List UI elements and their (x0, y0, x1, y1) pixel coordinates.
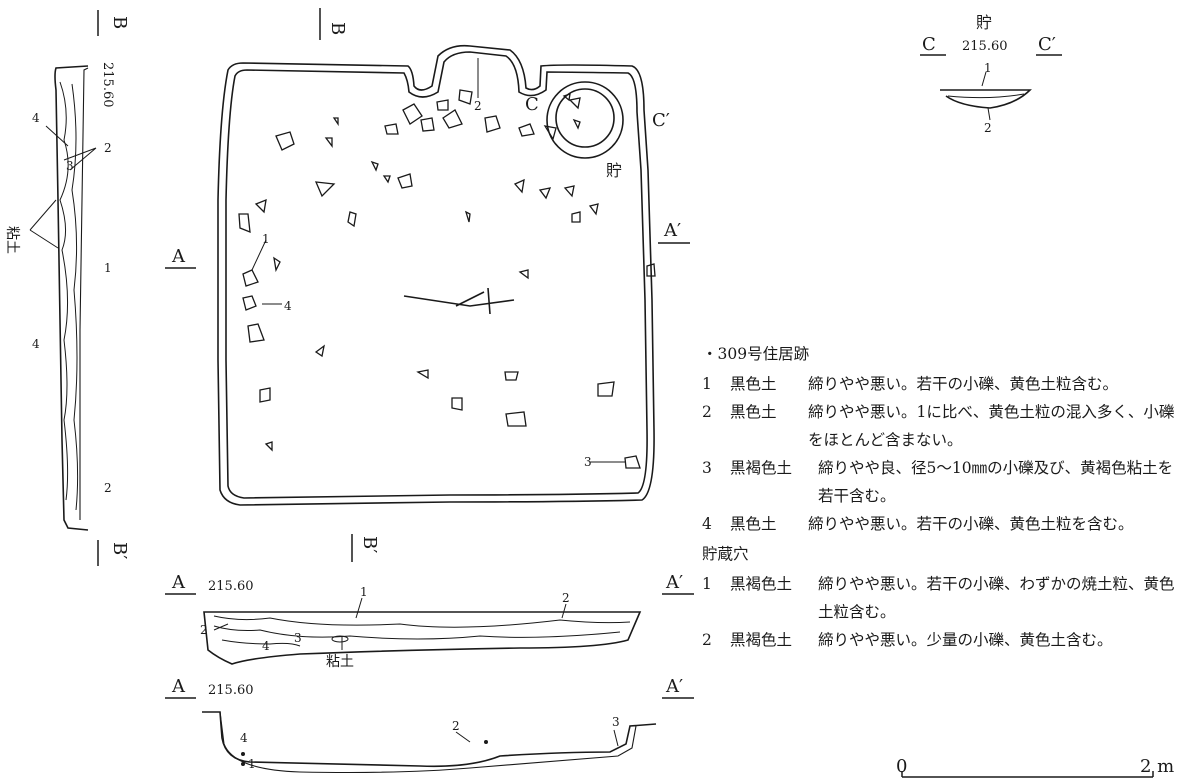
stones (238, 89, 656, 469)
legend-item-soil: 黒褐色土 (730, 575, 793, 593)
legend-item-soil: 黒色土 (730, 515, 777, 533)
bsec-num-3: 3 (66, 159, 74, 173)
legend-item-desc: 締りやや悪い。若干の小礫、わずかの焼土粒、黄色土粒含む。 (818, 575, 1175, 621)
legend-item-no: 1 (702, 575, 712, 593)
storage-legend-title: 貯蔵穴 (702, 545, 749, 563)
section-b-outline (54, 65, 89, 531)
clay-label-b: 粘土 (4, 226, 20, 254)
legend-title: ・309号住居跡 (702, 345, 810, 363)
legend-item: 4 黒色土 締りやや悪い。若干の小礫、黄色土粒を含む。 (702, 510, 1182, 538)
label-c-plan: C (525, 94, 539, 115)
scale-zero: 0 (896, 756, 907, 777)
label-c-prime-plan: C′ (652, 110, 670, 131)
storage-legend-item: 2 黒褐色土 締りやや悪い。少量の小礫、黄色土含む。 (702, 626, 1182, 654)
sec1-num-2: 2 (562, 591, 570, 605)
label-a-sec2: A (171, 676, 186, 697)
soil-legend: ・309号住居跡 1 黒色土 締りやや悪い。若干の小礫、黄色土粒含む。 2 黒色… (702, 340, 1182, 654)
legend-item-no: 2 (702, 403, 712, 421)
legend-item-soil: 黒色土 (730, 403, 777, 421)
storage-label-section: 貯 (976, 13, 992, 32)
clay-label-section: 粘土 (326, 654, 354, 670)
bsec-num-2: 2 (104, 141, 112, 155)
label-a-sec1: A (171, 572, 186, 593)
bsec-num-2b: 2 (104, 481, 112, 495)
sec1-num-1: 1 (360, 585, 368, 599)
bsec-num-4a: 4 (32, 111, 40, 125)
section-a-outline-1 (203, 611, 642, 665)
c-num-1: 1 (984, 61, 992, 75)
storage-pit-inner (555, 88, 615, 148)
section-c-outline (940, 89, 1032, 109)
elev-c: 215.60 (962, 39, 1008, 54)
label-a-prime-sec1: A′ (665, 572, 683, 593)
label-c-prime-section: C′ (1038, 34, 1056, 55)
plan-num-1: 1 (262, 232, 270, 246)
plan-num-2: 2 (474, 99, 482, 113)
legend-item-desc: 締りやや悪い。少量の小礫、黄色土含む。 (818, 631, 1113, 649)
legend-item-no: 2 (702, 631, 712, 649)
bsec-num-4b: 4 (32, 337, 40, 351)
legend-item-no: 3 (702, 459, 712, 477)
sec1-num-2b: 2 (200, 623, 208, 637)
storage-pit-outer (546, 81, 624, 159)
pit-outline-inner (225, 51, 648, 499)
pit-outline-outer (217, 44, 655, 506)
legend-item-no: 4 (702, 515, 712, 533)
scale-two: 2 m (1140, 756, 1174, 777)
legend-item-desc: 締りやや悪い。1に比べ、黄色土粒の混入多く、小礫をほとんど含まない。 (808, 403, 1175, 449)
legend-item-soil: 黒褐色土 (730, 459, 793, 477)
legend-item-desc: 締りやや良、径5～10㎜の小礫及び、黄褐色粘土を若干含む。 (818, 459, 1174, 505)
plan-num-4: 4 (284, 299, 292, 313)
label-b-prime-section: B′ (109, 542, 130, 559)
label-c-section: C (922, 34, 936, 55)
sec2-num-1: 1 (248, 757, 256, 771)
bsec-num-1: 1 (104, 261, 112, 275)
legend-item-no: 1 (702, 375, 712, 393)
label-b-plan: B (327, 22, 348, 35)
section-a-outline-2 (202, 711, 657, 768)
label-a-prime-plan: A′ (663, 220, 681, 241)
legend-item: 2 黒色土 締りやや悪い。1に比べ、黄色土粒の混入多く、小礫をほとんど含まない。 (702, 398, 1182, 454)
legend-item-desc: 締りやや悪い。若干の小礫、黄色土粒を含む。 (808, 515, 1134, 533)
sec1-num-3: 3 (294, 631, 302, 645)
label-a-prime-sec2: A′ (665, 676, 683, 697)
elev-sec2: 215.60 (208, 683, 254, 698)
c-num-2: 2 (984, 121, 992, 135)
sec2-num-3: 3 (612, 715, 620, 729)
legend-item: 3 黒褐色土 締りやや良、径5～10㎜の小礫及び、黄褐色粘土を若干含む。 (702, 454, 1182, 510)
legend-item-soil: 黒褐色土 (730, 631, 793, 649)
sec1-num-4: 4 (262, 639, 270, 653)
label-b-prime-plan: B′ (359, 536, 380, 553)
sec2-num-2: 2 (452, 719, 460, 733)
center-mark (403, 287, 515, 315)
elev-sec1: 215.60 (208, 579, 254, 594)
sec2-num-4: 4 (240, 731, 248, 745)
label-b-section: B (109, 16, 130, 29)
storage-legend-item: 1 黒褐色土 締りやや悪い。若干の小礫、わずかの焼土粒、黄色土粒含む。 (702, 570, 1182, 626)
storage-label-plan: 貯 (606, 161, 622, 180)
elev-b: 215.60 (100, 62, 115, 108)
legend-item: 1 黒色土 締りやや悪い。若干の小礫、黄色土粒含む。 (702, 370, 1182, 398)
legend-item-desc: 締りやや悪い。若干の小礫、黄色土粒含む。 (808, 375, 1119, 393)
scale-bar (901, 771, 1154, 778)
legend-item-soil: 黒色土 (730, 375, 777, 393)
label-a-plan: A (171, 246, 186, 267)
plan-num-3: 3 (584, 455, 592, 469)
